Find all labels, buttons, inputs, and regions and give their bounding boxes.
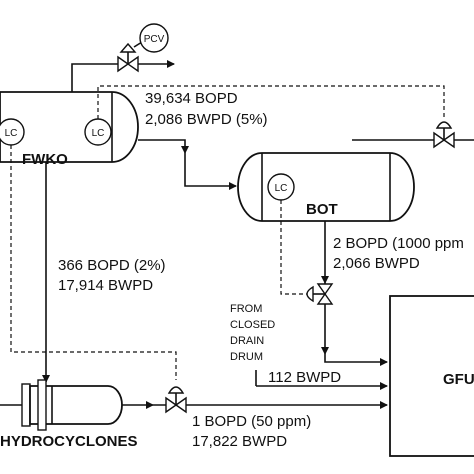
bot-out-flow-1: 2 BOPD (1000 ppm xyxy=(333,235,464,252)
fwko-oil-flow-1: 39,634 BOPD xyxy=(145,90,238,107)
fwko-oil-flow-2: 2,086 BWPD (5%) xyxy=(145,111,268,128)
drain-label-4: DRUM xyxy=(230,351,263,363)
flow-arrow xyxy=(181,146,189,154)
bot-water-line xyxy=(324,221,388,366)
fwko-label: FWKO xyxy=(22,151,68,168)
drain-label-2: CLOSED xyxy=(230,319,275,331)
drain-label-1: FROM xyxy=(230,303,262,315)
flow-arrow xyxy=(321,276,329,284)
flow-arrow xyxy=(321,347,329,355)
flow-arrow xyxy=(146,401,154,409)
bot-vessel xyxy=(237,152,415,222)
pcv-valve-icon xyxy=(117,41,143,73)
drain-label-3: DRAIN xyxy=(230,335,264,347)
svg-text:LC: LC xyxy=(275,183,288,194)
hydrocyclones-vessel xyxy=(0,379,123,431)
bot-out-flow-2: 2,066 BWPD xyxy=(333,255,420,272)
fwko-lc-left-icon: LC xyxy=(0,118,25,146)
bot-control-valve-icon xyxy=(306,283,334,305)
hydro-out-flow-2: 17,822 BWPD xyxy=(192,433,287,450)
pcv-instrument-icon: PCV xyxy=(139,23,169,53)
fwko-water-flow-2: 17,914 BWPD xyxy=(58,277,153,294)
fwko-lc-right-icon: LC xyxy=(84,118,112,146)
fwko-oil-line xyxy=(138,139,237,190)
bot-lc-icon: LC xyxy=(267,173,295,201)
drain-flow: 112 BWPD xyxy=(268,369,341,386)
hydro-out-flow-1: 1 BOPD (50 ppm) xyxy=(192,413,311,430)
hydrocyclones-label: HYDROCYCLONES xyxy=(0,433,138,450)
svg-text:PCV: PCV xyxy=(144,34,165,45)
gfu-label: GFU xyxy=(443,371,474,388)
control-valve-top-right-icon xyxy=(433,121,455,149)
bot-label: BOT xyxy=(306,201,338,218)
gas-line xyxy=(71,63,118,92)
fwko-water-flow-1: 366 BOPD (2%) xyxy=(58,257,166,274)
fwko-lc-signal xyxy=(97,85,445,120)
svg-text:LC: LC xyxy=(92,128,105,139)
hydro-control-valve-icon xyxy=(165,386,187,414)
bot-lc-signal xyxy=(280,200,309,295)
gfu-vessel xyxy=(389,295,474,457)
svg-text:LC: LC xyxy=(5,128,18,139)
fwko-lc-left-signal xyxy=(10,145,177,380)
